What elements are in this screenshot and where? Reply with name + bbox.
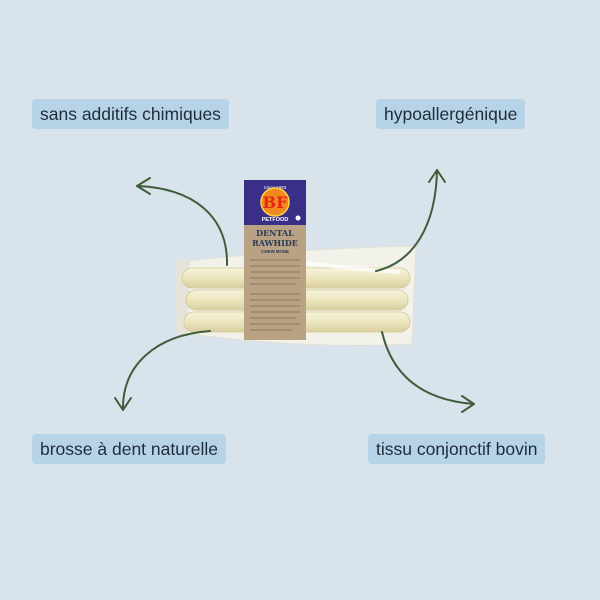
product-name-line2: RAWHIDE <box>252 238 298 248</box>
feature-label-natural-toothbrush: brosse à dent naturelle <box>32 434 227 464</box>
arrow-to-bottom-right-icon <box>381 331 475 413</box>
arrow-to-bottom-left-icon <box>114 330 211 411</box>
arrow-to-top-left-icon <box>136 177 229 266</box>
product-name-line1: DENTAL <box>256 228 294 238</box>
arrow-to-top-right-icon <box>375 169 446 272</box>
product-sleeve: Since 1993 BF PETFOOD DENTAL RAWHIDE CHE… <box>244 180 306 340</box>
feature-label-hypoallergenic: hypoallergénique <box>376 99 526 129</box>
feature-label-no-chemical-additives: sans additifs chimiques <box>32 99 229 129</box>
product-name-line3: CHEW BONE <box>261 249 289 254</box>
logo-initials-text: BF <box>263 193 289 212</box>
feature-label-bovine-connective-tissue: tissu conjonctif bovin <box>368 434 546 464</box>
logo-brand-text: PETFOOD <box>262 217 289 223</box>
